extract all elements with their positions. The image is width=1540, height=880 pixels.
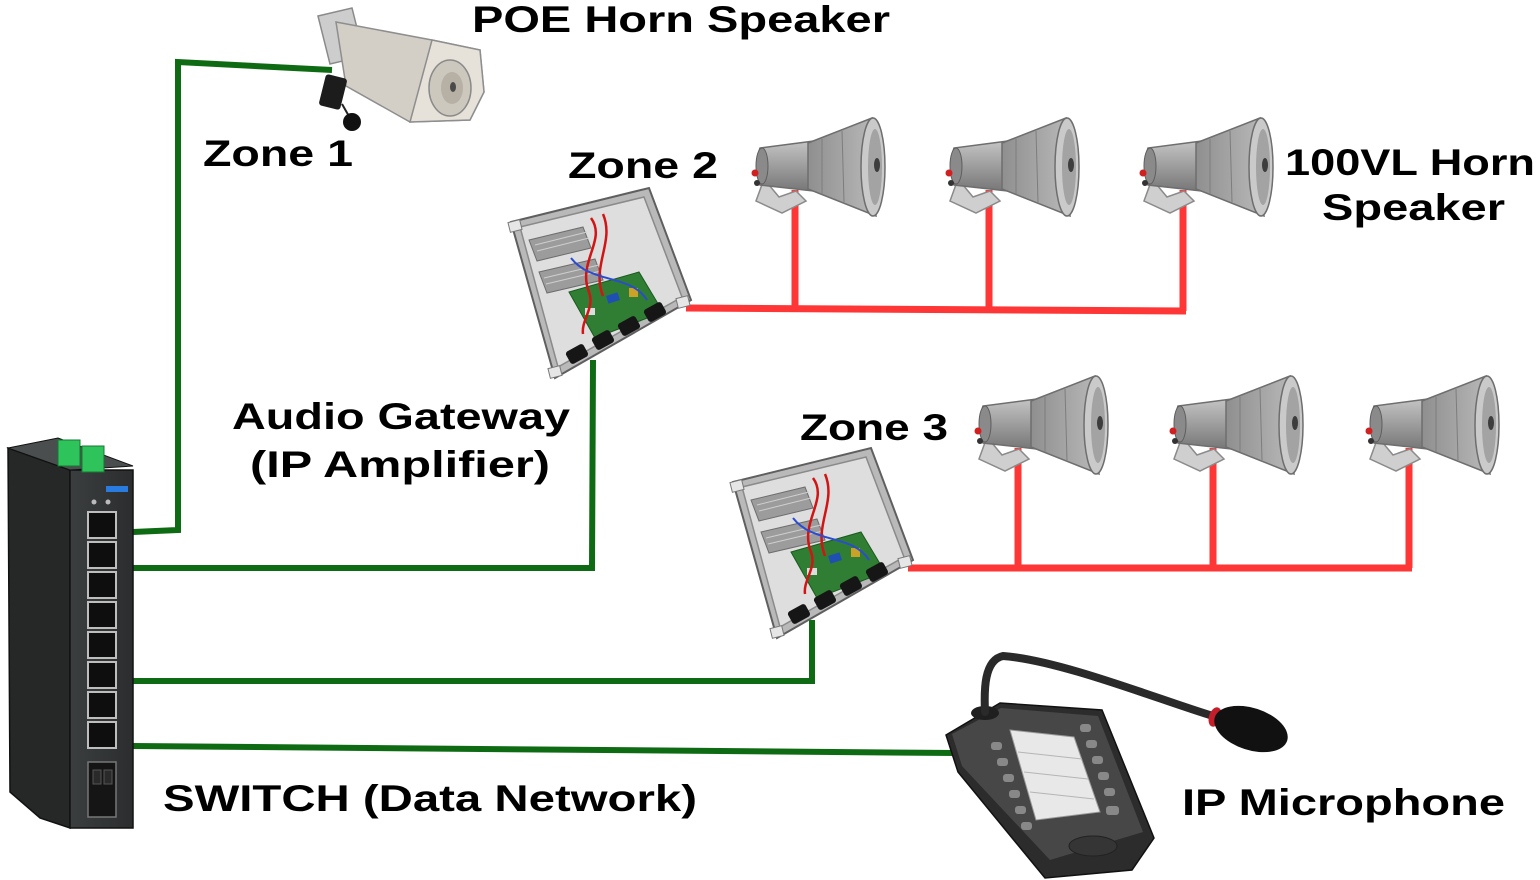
gooseneck <box>980 651 1217 720</box>
horn-speaker-zone2-a <box>750 117 886 217</box>
horn-speaker-zone2-b <box>944 117 1080 217</box>
link-led <box>105 499 111 505</box>
label-ip-amplifier: (IP Amplifier) <box>250 444 550 485</box>
label-switch: SWITCH (Data Network) <box>163 778 697 819</box>
ethernet-ports <box>87 511 117 749</box>
label-audio-gateway: Audio Gateway <box>232 396 571 437</box>
ethernet-port <box>87 691 117 719</box>
switch-status-label <box>106 486 128 492</box>
speaker-grille <box>1068 835 1118 857</box>
ethernet-port <box>87 661 117 689</box>
network-cable-gateway-zone3 <box>133 620 815 684</box>
audio-gateway-zone3 <box>728 446 915 640</box>
speaker-bus-zone2 <box>685 304 1187 315</box>
power-terminal-block <box>57 439 81 467</box>
mic-foam <box>1214 705 1288 753</box>
label-zone1: Zone 1 <box>203 133 353 174</box>
label-zone2: Zone 2 <box>568 145 718 186</box>
horn-speaker-zone3-b <box>1168 375 1304 475</box>
audio-gateway-zone2 <box>506 186 693 380</box>
horn-speaker-zone3-c <box>1364 375 1500 475</box>
label-100vl-speaker: Speaker <box>1322 187 1505 228</box>
label-100vl-horn: 100VL Horn <box>1285 142 1535 183</box>
power-led <box>91 499 97 505</box>
ip-microphone-icon <box>945 651 1288 879</box>
network-cable-microphone <box>132 743 956 756</box>
horn-speaker-zone3-a <box>973 375 1109 475</box>
label-ip-microphone: IP Microphone <box>1182 782 1505 823</box>
ethernet-port <box>87 601 117 629</box>
label-poe-horn-speaker: POE Horn Speaker <box>472 0 890 40</box>
key-buttons-right <box>1080 724 1119 815</box>
network-switch-icon <box>6 437 134 830</box>
poe-horn-speaker-icon <box>317 7 485 131</box>
key-buttons-left <box>991 742 1032 830</box>
network-cable-gateway-zone2 <box>133 359 596 571</box>
ethernet-port <box>87 511 117 539</box>
ethernet-port <box>87 721 117 749</box>
ethernet-port <box>87 541 117 569</box>
ethernet-port <box>87 631 117 659</box>
horn-speaker-zone2-c <box>1138 117 1274 217</box>
power-terminal-block <box>81 445 105 473</box>
label-zone3: Zone 3 <box>800 407 948 448</box>
network-cable-poe-speaker <box>132 58 333 535</box>
ethernet-port <box>87 571 117 599</box>
